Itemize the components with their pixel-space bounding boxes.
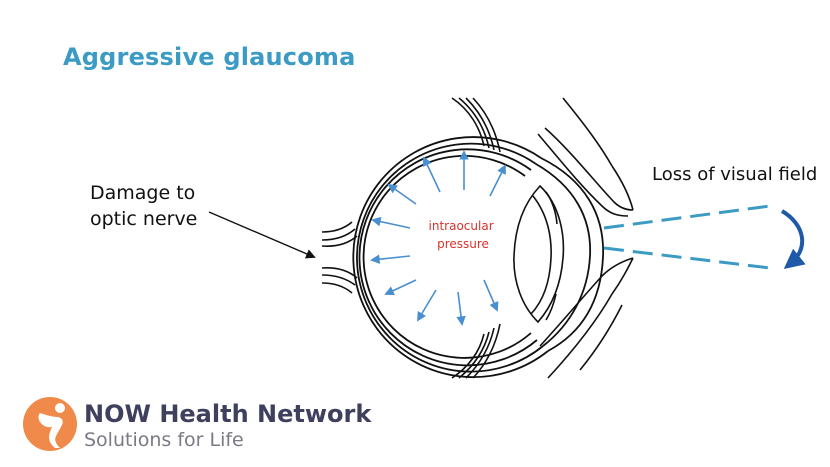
pressure-arrow xyxy=(371,216,411,229)
eyeball xyxy=(352,136,604,378)
upper-eyelid xyxy=(451,97,634,217)
field-curve-arrow xyxy=(780,209,806,270)
lower-eyelid xyxy=(451,257,634,379)
pressure-arrow xyxy=(370,254,411,264)
logo-tagline: Solutions for Life xyxy=(84,429,244,451)
slide-title: Aggressive glaucoma xyxy=(63,43,356,71)
logo-name: NOW Health Network xyxy=(84,400,372,428)
pressure-arrow xyxy=(422,156,441,193)
pressure-arrow xyxy=(483,279,499,312)
pressure-arrow xyxy=(384,279,417,296)
pressure-arrow xyxy=(456,291,466,326)
damage-pointer-arrow xyxy=(208,211,316,259)
pressure-arrows xyxy=(370,150,506,326)
logo-figure-icon xyxy=(38,403,65,448)
visual-field-label: Loss of visual field xyxy=(652,164,817,185)
now-health-logo xyxy=(23,397,77,451)
damage-label: Damage to optic nerve xyxy=(90,182,201,230)
pressure-arrow xyxy=(489,164,506,197)
optic-nerve xyxy=(321,221,358,294)
lens xyxy=(513,184,565,324)
pressure-arrow xyxy=(387,183,417,205)
pressure-arrow xyxy=(417,289,437,322)
pressure-label: intraocular pressure xyxy=(429,219,498,251)
